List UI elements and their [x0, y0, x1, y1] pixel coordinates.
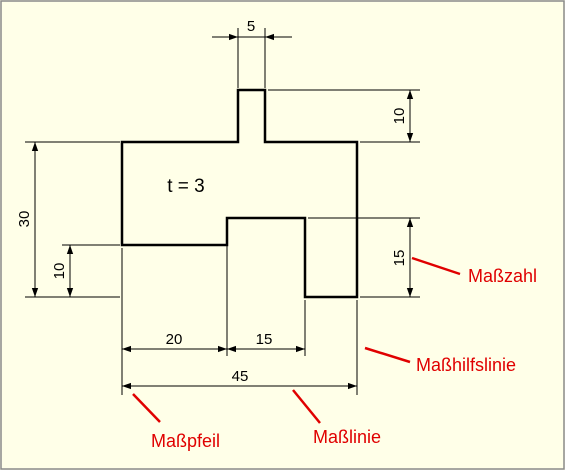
thickness-label: t = 3 — [167, 176, 205, 197]
part-outline — [120, 88, 359, 299]
extension-lines — [25, 28, 420, 395]
dimension-lines — [31, 33, 414, 390]
leader-masszahl — [411, 256, 461, 276]
label-masspfeil: Maßpfeil — [151, 431, 220, 451]
leader-massline — [292, 389, 321, 424]
dim-text-right-leg: 15 — [391, 250, 408, 267]
label-masszahl: Maßzahl — [468, 266, 537, 286]
dim-text-overall-height: 30 — [16, 211, 33, 228]
dim-text-left-step: 10 — [51, 263, 68, 280]
dim-text-bottom-15: 15 — [256, 331, 273, 348]
dim-text-top-width: 5 — [247, 18, 255, 35]
dim-text-stem-height: 10 — [391, 108, 408, 125]
annotation-leaders — [132, 256, 461, 424]
dim-text-bottom-20: 20 — [166, 331, 183, 348]
leader-masshilfslinie — [364, 346, 411, 364]
leader-masspfeil — [132, 393, 161, 423]
dim-text-overall-width: 45 — [232, 368, 249, 385]
label-masshilfslinie: Maßhilfslinie — [416, 355, 516, 375]
label-massline: Maßlinie — [313, 427, 381, 447]
